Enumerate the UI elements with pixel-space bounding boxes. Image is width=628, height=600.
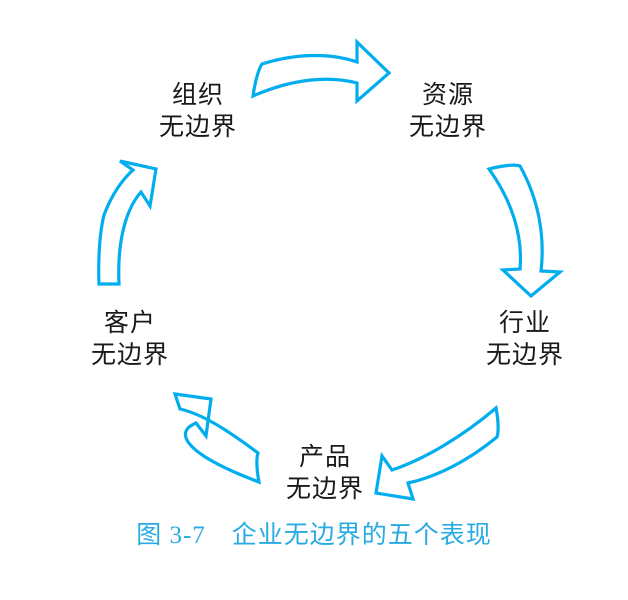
node-resource-line1: 资源 <box>421 82 474 109</box>
node-customer-line2: 无边界 <box>90 342 169 369</box>
node-industry-line2: 无边界 <box>485 342 564 369</box>
arrow-customer-to-organization-icon <box>97 159 158 286</box>
arrow-organization-to-resource-icon <box>251 38 392 105</box>
arrow-product-to-customer-icon <box>172 392 262 485</box>
node-organization-line2: 无边界 <box>158 114 237 141</box>
node-label-customer: 客户 无边界 <box>60 308 200 372</box>
figure-caption: 图 3-7 企业无边界的五个表现 <box>136 522 492 549</box>
node-product-line1: 产品 <box>298 444 351 471</box>
node-label-industry: 行业 无边界 <box>455 308 595 372</box>
node-product-line2: 无边界 <box>285 476 364 503</box>
node-label-product: 产品 无边界 <box>255 442 395 506</box>
node-customer-line1: 客户 <box>103 310 156 337</box>
arrow-resource-to-industry-icon <box>486 163 565 299</box>
node-label-organization: 组织 无边界 <box>128 80 268 144</box>
node-resource-line2: 无边界 <box>408 114 487 141</box>
node-organization-line1: 组织 <box>171 82 224 109</box>
arrow-industry-to-product-icon <box>374 405 500 501</box>
node-industry-line1: 行业 <box>498 310 551 337</box>
node-label-resource: 资源 无边界 <box>378 80 518 144</box>
